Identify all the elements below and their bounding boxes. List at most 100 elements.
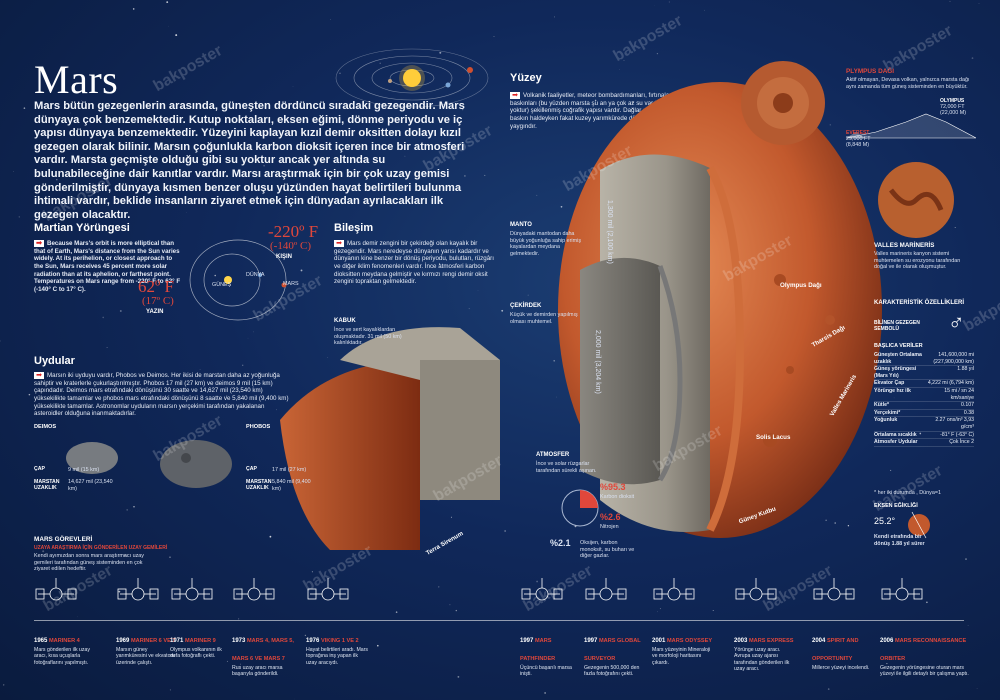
deimos-dist: 14,627 mil (23,540 km) — [68, 479, 113, 492]
star — [619, 69, 620, 70]
mission-desc: Marsın güney yarımküresini ve ekvatoru ü… — [116, 647, 176, 666]
moons-text-body: Marsın iki uyduyu vardır, Phobos ve Deim… — [34, 372, 289, 418]
star — [886, 663, 888, 665]
missions-subheading: UZAYA ARAŞTIRMA İÇİN GÖNDERİLEN UZAY GEM… — [34, 545, 168, 551]
star — [263, 164, 265, 167]
star — [544, 692, 546, 694]
stat-value: 15 mi / sn 24 km/saniye — [944, 387, 974, 401]
mission-desc: Gezegenin yörüngesine oturan mars yüzeyi… — [880, 665, 969, 678]
star — [712, 610, 714, 611]
mission-head: 1965 MARINER 4 — [34, 629, 96, 647]
star — [839, 667, 841, 669]
mission-head: 2004 SPIRIT AND OPPORTUNITY — [812, 629, 874, 665]
star — [339, 72, 341, 75]
mission-year: 1976 — [306, 638, 322, 644]
star — [132, 8, 135, 10]
mission-name: MARINER 9 — [185, 638, 216, 644]
atmosphere-text: İnce ve solar rüzgarlar tarafından sürek… — [536, 461, 597, 474]
star — [269, 535, 272, 538]
valles-text: Valles marineris kanyon sistemi muhtemel… — [874, 251, 961, 271]
olympus-meters: (22,000 M) — [940, 110, 967, 116]
atmosphere-dome — [561, 489, 599, 527]
star — [28, 393, 31, 396]
phobos-diam: 17 mil (27 km) — [272, 467, 307, 473]
tilt-value: 25.2° — [874, 516, 896, 526]
n2-pct: %2.6 — [600, 512, 621, 522]
star — [63, 248, 65, 250]
star — [893, 397, 895, 399]
mission-name: VIKING 1 VE 2 — [321, 638, 359, 644]
other-label: Oksijen, karbon monoksit, su buharı ve d… — [580, 540, 635, 560]
star — [668, 1, 670, 3]
star — [556, 396, 557, 398]
mission-year: 1997 — [584, 638, 600, 644]
olympus-image — [741, 61, 825, 145]
spacecraft-icon — [35, 578, 77, 601]
sun-label: GÜNEŞ — [212, 282, 232, 288]
star — [455, 609, 457, 612]
orbit-text: ➡Because Mars's orbit is more elliptical… — [34, 240, 182, 293]
spacecraft-icon — [653, 578, 695, 601]
star — [135, 156, 137, 158]
star — [351, 244, 352, 246]
stat-row: Güneş yörüngesi (Mars Yılı)1.88 yıl — [874, 366, 974, 381]
everest-height: 29,000 FT — [846, 136, 871, 142]
star — [656, 53, 659, 55]
core-heading: ÇEKİRDEK — [510, 303, 542, 309]
star — [253, 331, 254, 333]
star — [847, 525, 850, 527]
atmosphere-heading: ATMOSFER — [536, 452, 570, 458]
mission-head: 1997 MARS PATHFINDER — [520, 629, 582, 665]
star — [51, 257, 53, 259]
olympus-height: 72,000 FT — [940, 104, 965, 110]
star — [304, 634, 307, 637]
mission-name: MARS EXPRESS — [749, 638, 794, 644]
star — [199, 368, 201, 370]
star — [457, 675, 460, 678]
olympus-heading: PLYMPUS DAĞI — [846, 68, 895, 75]
valles-image — [878, 162, 954, 238]
star — [46, 287, 49, 290]
star — [0, 340, 1, 342]
mission-head: 1969 MARINER 6 VE 7 — [116, 629, 178, 647]
star — [56, 179, 58, 181]
star — [827, 688, 830, 690]
mission-name: MARS ODYSSEY — [667, 638, 713, 644]
star — [397, 188, 399, 191]
mission-year: 2001 — [652, 638, 668, 644]
cold-label: KIŞIN — [276, 254, 293, 260]
star — [949, 0, 951, 2]
orbit-text-body: Because Mars's orbit is more elliptical … — [34, 240, 181, 293]
page-title: Mars — [34, 57, 119, 102]
star — [166, 1, 169, 3]
star — [926, 601, 928, 604]
stat-key: Ortalama sıcaklık — [874, 431, 917, 438]
star — [126, 509, 129, 511]
spacecraft-icon — [881, 578, 923, 601]
star — [70, 112, 71, 114]
star — [95, 147, 98, 150]
star — [919, 432, 922, 435]
mars-symbol-icon: ♂ — [948, 310, 965, 335]
missions-divider — [34, 620, 964, 621]
star — [327, 357, 329, 358]
star — [976, 688, 978, 690]
rotation-text: Kendi etrafında bir dönüş 1.88 yıl sürer — [874, 534, 925, 547]
star — [387, 174, 389, 176]
surface-text: ➡Volkanik faaliyetler, meteor bombardıma… — [510, 92, 700, 130]
mission-year: 2003 — [734, 638, 750, 644]
star — [169, 689, 171, 691]
star — [3, 684, 5, 686]
stat-key: Atmosfer Uydular — [874, 439, 918, 446]
mission-name: MARS PATHFINDER — [520, 638, 556, 662]
mission-name: MARINER 4 — [49, 638, 80, 644]
hot-temp-c: (17º C) — [142, 295, 174, 307]
